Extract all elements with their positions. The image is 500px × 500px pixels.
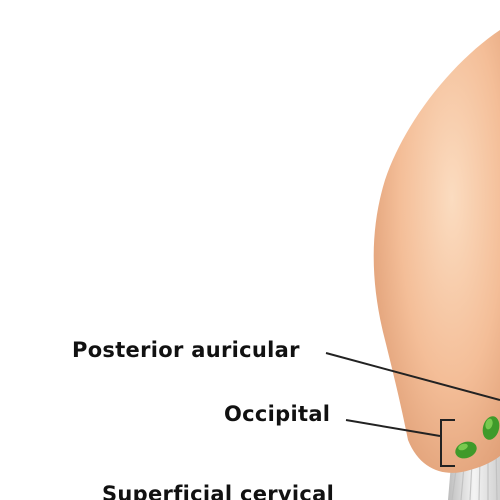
head-skin [373, 30, 500, 473]
label-posterior-auricular: Posterior auricular [72, 338, 300, 362]
occipital-leader-line [345, 419, 441, 437]
occipital-bracket [440, 419, 455, 467]
lymph-node-highlight [485, 418, 493, 430]
lymph-node-highlight [458, 443, 468, 451]
label-occipital: Occipital [224, 402, 331, 426]
label-superficial-cervical: Superficial cervical [102, 482, 335, 500]
posterior-auricular-leader-line [325, 352, 500, 401]
occipital-lymph-nodes [455, 416, 500, 459]
